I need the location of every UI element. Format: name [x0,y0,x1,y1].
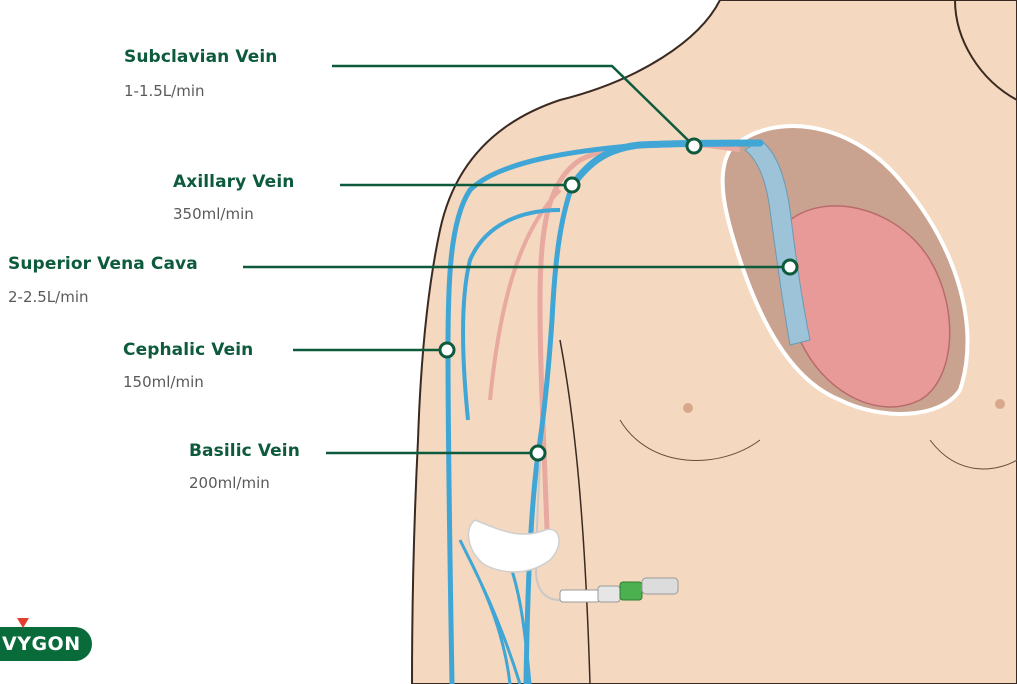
axillary-vein-label: Axillary Vein [173,172,294,192]
marker-subclavian [687,139,701,153]
cephalic-vein-label: Cephalic Vein [123,340,253,360]
subclavian-vein-label: Subclavian Vein [124,47,277,67]
logo-accent-triangle [17,618,29,628]
vygon-logo: VYGON [0,627,92,661]
nipple-right [995,399,1005,409]
marker-svc [783,260,797,274]
basilic-vein-flow: 200ml/min [189,474,270,492]
superior-vena-cava-label: Superior Vena Cava [8,254,198,274]
vygon-logo-text: VYGON [2,633,81,655]
marker-basilic [531,446,545,460]
superior-vena-cava-flow: 2-2.5L/min [8,288,89,306]
marker-axillary [565,178,579,192]
marker-cephalic [440,343,454,357]
subclavian-vein-flow: 1-1.5L/min [124,82,205,100]
basilic-vein-label: Basilic Vein [189,441,300,461]
axillary-vein-flow: 350ml/min [173,205,254,223]
nipple-left [683,403,693,413]
cephalic-vein-flow: 150ml/min [123,373,204,391]
